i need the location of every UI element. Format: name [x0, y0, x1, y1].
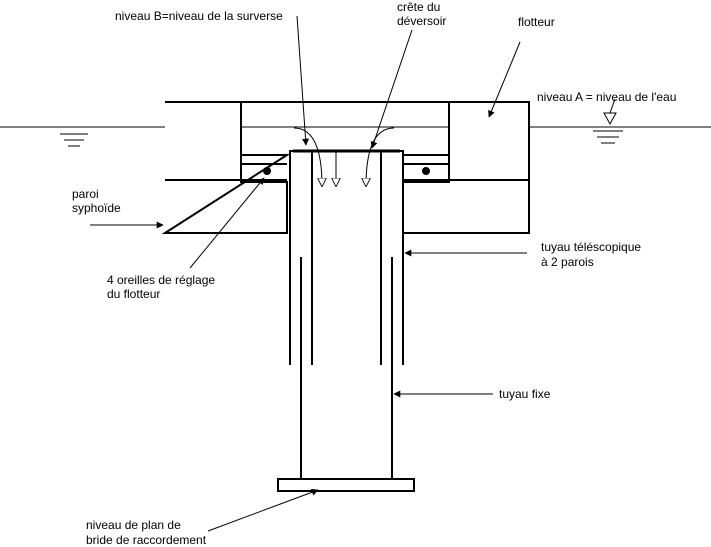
label-paroi-1: paroi: [72, 187, 99, 201]
label-crete-1: crête du: [397, 0, 440, 14]
label-niveau-b: niveau B=niveau de la surverse: [115, 9, 283, 23]
label-paroi-2: syphoïde: [72, 201, 121, 215]
label-oreilles-2: du flotteur: [107, 287, 160, 301]
label-crete-2: déversoir: [397, 14, 446, 28]
connection-flange: [277, 478, 415, 492]
label-tuyau-fixe: tuyau fixe: [499, 387, 551, 401]
water-level-symbol-left: [60, 133, 88, 147]
adjustment-ear-right: [422, 167, 430, 175]
leader-flotteur: [488, 41, 521, 118]
float-body: [161, 101, 530, 234]
water-level-symbol-right: [593, 112, 623, 144]
fixed-pipe: [300, 151, 393, 479]
label-tuyau-tele-1: tuyau téléscopique: [541, 240, 641, 254]
leader-plan: [207, 488, 319, 532]
label-flotteur: flotteur: [518, 15, 555, 29]
label-plan-2: bride de raccordement: [86, 533, 207, 547]
leader-niveau-a: [609, 98, 616, 114]
telescopic-pipe: [289, 149, 404, 365]
leader-crete: [370, 29, 413, 149]
label-tuyau-tele-2: à 2 parois: [541, 255, 594, 269]
label-plan-1: niveau de plan de: [86, 518, 181, 532]
flow-arrow-1: [293, 127, 322, 186]
leader-niveau-b: [296, 15, 310, 146]
adjustment-ear-left: [263, 167, 271, 175]
label-niveau-a: niveau A = niveau de l'eau: [537, 90, 676, 104]
label-oreilles-1: 4 oreilles de réglage: [107, 273, 215, 287]
leader-oreilles: [189, 177, 265, 269]
